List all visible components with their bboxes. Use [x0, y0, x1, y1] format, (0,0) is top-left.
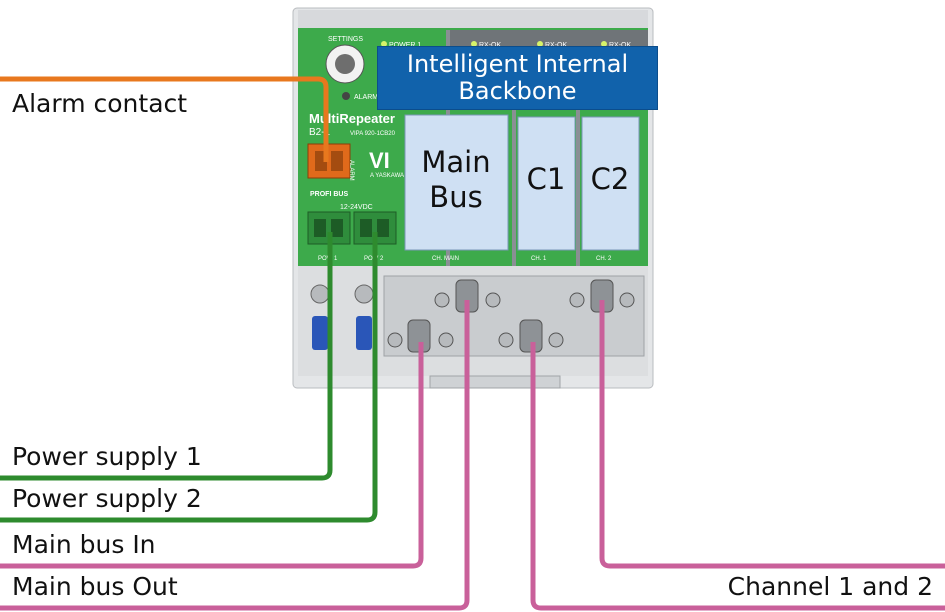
screw-icon: [569, 292, 585, 308]
screw-icon: [387, 332, 403, 348]
part-number: VIPA 920-1CB20: [350, 131, 396, 137]
ch2-label: CH. 2: [596, 256, 612, 262]
screw-icon: [310, 284, 330, 304]
voltage-label: 12-24VDC: [340, 204, 373, 211]
blue-ferrule: [312, 316, 328, 350]
screw-icon: [434, 292, 450, 308]
module-top-strip: [450, 30, 648, 46]
c1-label: C1: [527, 162, 566, 196]
power-led: [381, 41, 387, 47]
main-bus-box: [404, 114, 509, 251]
alarm-connector[interactable]: [307, 143, 351, 179]
main-bus-out-label: Main bus Out: [12, 572, 178, 601]
screw-icon: [438, 332, 454, 348]
c1-box: [517, 116, 576, 251]
main-bus-out-wire: [0, 300, 470, 611]
settings-label: SETTINGS: [328, 36, 363, 43]
channel-wire-2: [599, 300, 945, 569]
rx-ok-label: RX-OK: [479, 42, 502, 49]
device-model: B2-1: [309, 127, 331, 138]
module-divider: [512, 30, 516, 266]
power-wire-2: [0, 232, 378, 523]
module-divider: [576, 30, 580, 266]
screw-icon: [498, 332, 514, 348]
pow2-connector-slot: [377, 219, 389, 237]
power-supply-1-label: Power supply 1: [12, 442, 202, 471]
pow1-connector-slot: [314, 219, 326, 237]
rx-led: [601, 41, 607, 47]
din-rail-foot: [429, 375, 561, 389]
screw-icon: [548, 332, 564, 348]
screw-icon: [485, 292, 501, 308]
rx-led: [471, 41, 477, 47]
ch1-label: CH. 1: [531, 256, 547, 262]
ch-main-label: CH. MAIN: [432, 256, 459, 262]
settings-dial-knob: [335, 54, 355, 74]
main-bus-in-label: Main bus In: [12, 530, 156, 559]
c2-label: C2: [591, 162, 630, 196]
power-wire-1: [0, 232, 333, 481]
profibus-logo: PROFI BUS: [310, 191, 348, 198]
backbone-title-line1: Intelligent Internal: [406, 50, 629, 78]
alarm-contact-label: Alarm contact: [12, 89, 188, 118]
vi-logo: VI: [369, 148, 390, 173]
channel-1-and-2-label: Channel 1 and 2: [727, 572, 933, 601]
main-bus-in-wire: [0, 342, 424, 569]
backbone-callout: Intelligent Internal Backbone: [377, 46, 658, 110]
alarm-side-label: ALARM: [348, 160, 354, 181]
pow2-connector-slot: [360, 219, 372, 237]
screw-icon: [619, 292, 635, 308]
power-supply-2-label: Power supply 2: [12, 484, 202, 513]
alarm-connector-slot: [331, 151, 343, 171]
backbone-title-line2: Backbone: [458, 77, 577, 105]
blue-ferrule: [356, 316, 372, 350]
c2-box: [581, 116, 640, 251]
device-name: MultiRepeater: [309, 111, 395, 126]
main-bus-label: Main: [421, 145, 490, 179]
alarm-led: [342, 92, 350, 100]
screw-icon: [354, 284, 374, 304]
alarm-wire: [0, 76, 329, 162]
rx-led: [537, 41, 543, 47]
pow1-connector-slot: [331, 219, 343, 237]
main-bus-label: Bus: [429, 180, 482, 214]
power-led-label: POWER 1: [389, 42, 421, 49]
rx-ok-label: RX-OK: [609, 42, 632, 49]
yaskawa-label: A YASKAWA: [370, 173, 404, 179]
channel-wire-1: [530, 342, 945, 611]
alarm-led-label: ALARM: [354, 94, 378, 101]
rx-ok-label: RX-OK: [545, 42, 568, 49]
